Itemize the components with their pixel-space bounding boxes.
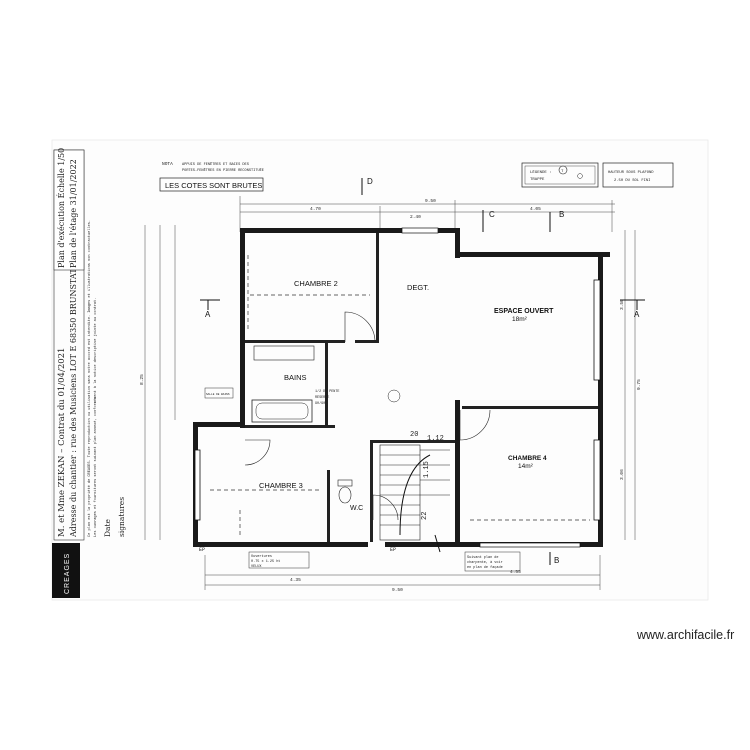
dim-bottom-right: 4.55 <box>510 569 521 575</box>
watermark-text: www.archifacile.fr <box>637 628 735 642</box>
room-espace-ouvert: ESPACE OUVERT <box>494 308 554 315</box>
bottom-note-line-1: Suivant plan de <box>467 555 499 560</box>
dim-right-total: 9.75 <box>636 379 642 390</box>
section-marker-c-top: C <box>489 210 495 219</box>
small-tag: SALLE DE BAINS <box>206 393 230 396</box>
dimension-lines: 9.50 4.70 2.40 4.05 4.35 4.55 9.50 9.75 … <box>139 196 642 593</box>
sous-sol-line-2: RÉSERVE <box>315 395 329 400</box>
address-line: Adresse du chantier : rue des Musiciens … <box>69 262 78 538</box>
staircase: 1.12 20 22 1.15 <box>379 431 450 541</box>
title-block: CREAGES M. et Mme ZEKAN – Contrat du 01/… <box>52 148 126 598</box>
room-wc: W.C <box>350 505 363 512</box>
room-espace-ouvert-area: 18m² <box>512 316 528 323</box>
brand-logo: CREAGES <box>64 553 71 594</box>
section-markers: A A B B C C D D <box>200 177 645 565</box>
windows <box>194 227 601 548</box>
room-degt: DEGT. <box>407 283 429 292</box>
trappe-symbol-icon <box>558 165 568 175</box>
bottom-note-line-2: charpente, à voir <box>467 560 503 565</box>
room-chambre3: CHAMBRE 3 <box>259 481 303 490</box>
stair-dim-d: 1.15 <box>423 461 431 478</box>
cotes-note: LES COTES SONT BRUTES <box>165 181 262 190</box>
nota-label: NOTA <box>162 161 173 167</box>
ep-left: EP <box>199 547 205 553</box>
dim-right-top: 3.50 <box>619 299 625 310</box>
stair-dim-a: 1.12 <box>427 435 444 443</box>
room-bains: BAINS <box>284 373 307 382</box>
copyright-line-2: Les ouvrages et fournitures seront suiva… <box>93 298 98 537</box>
plan-etage-line: Plan de l'étage 31/01/2022 <box>69 159 78 268</box>
stair-dim-c: 22 <box>421 512 429 520</box>
dim-left-total: 8.25 <box>139 374 145 385</box>
copyright-line-1: Ce plan est la propriété de CREAGES. Tou… <box>87 220 92 537</box>
nota-line-1: APPUIS DE FENÊTRES ET BAIES DES <box>182 162 249 167</box>
bottom-left-line-3: VELUX <box>251 565 262 569</box>
dim-bottom-total: 9.50 <box>392 587 403 593</box>
legende-line-1: LÉGENDE : <box>530 170 552 175</box>
plan-execution-line: Plan d'exécution Échelle 1/50 <box>57 148 66 268</box>
svg-text:T: T <box>561 170 564 174</box>
dim-top-left: 4.70 <box>310 206 321 212</box>
room-chambre2: CHAMBRE 2 <box>294 279 338 288</box>
room-labels: CHAMBRE 2 DEGT. ESPACE OUVERT 18m² BAINS… <box>259 279 554 512</box>
doors <box>244 311 491 521</box>
dim-right-bottom: 3.06 <box>619 469 625 480</box>
nota-block: NOTA APPUIS DE FENÊTRES ET BAIES DES POR… <box>159 161 264 192</box>
annotations: 1/2 DE PENTE RÉSERVE 90/90 Ouvertures 0.… <box>199 387 521 572</box>
dim-bottom-left: 4.35 <box>290 577 301 583</box>
sous-sol-line-3: 90/90 <box>315 401 325 406</box>
dim-top-right: 4.05 <box>530 206 541 212</box>
nota-line-2: PORTES-FENÊTRES EN PIERRE RECONSTITUÉE <box>182 168 264 173</box>
signatures-label: signatures <box>117 497 126 537</box>
sous-sol-line-1: 1/2 DE PENTE <box>315 389 339 394</box>
legend-box: LÉGENDE : TRAPPE T HAUTEUR SOUS PLAFOND … <box>521 162 674 188</box>
section-marker-b-top: B <box>559 210 564 219</box>
bottom-left-line-1: Ouvertures <box>251 554 272 559</box>
room-chambre4: CHAMBRE 4 <box>508 455 547 462</box>
wc-fixture <box>337 479 353 504</box>
section-marker-a-right: A <box>634 310 640 319</box>
hauteur-line-1: HAUTEUR SOUS PLAFOND <box>608 171 654 175</box>
date-label: Date <box>103 519 112 537</box>
hauteur-line-2: 2.50 DU SOL FINI <box>614 179 650 183</box>
client-line: M. et Mme ZEKAN – Contrat du 01/04/2021 <box>57 348 67 537</box>
room-chambre4-area: 14m² <box>518 463 534 470</box>
dim-top-mid: 2.40 <box>410 214 421 220</box>
bottom-left-line-2: 0.75 x 1.25 ht <box>251 559 280 564</box>
dim-top-total: 9.50 <box>425 198 436 204</box>
legende-line-2: TRAPPE <box>530 178 545 182</box>
section-marker-a-left: A <box>205 310 211 319</box>
reference-lines <box>210 255 590 535</box>
section-marker-d-top: D <box>367 177 373 186</box>
bottom-note-line-3: en plan de façade <box>467 565 503 570</box>
ep-right: EP <box>390 547 396 553</box>
stair-dim-b: 20 <box>410 431 418 439</box>
section-marker-b-bottom: B <box>554 556 559 565</box>
bathtub <box>251 345 315 423</box>
